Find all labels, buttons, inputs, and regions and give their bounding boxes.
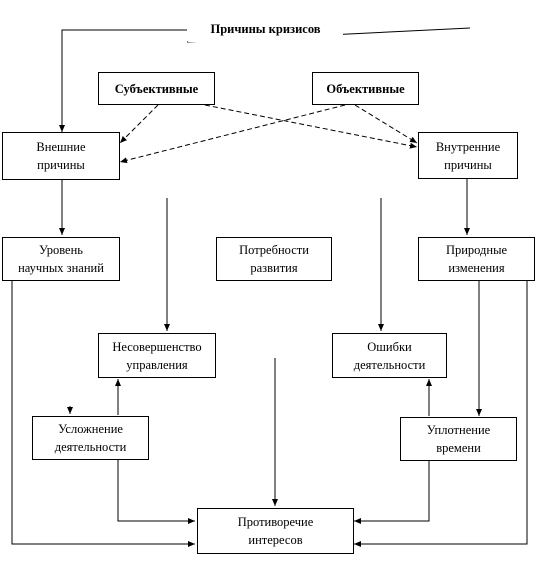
node-interest-contradiction: Противоречие интересов <box>197 508 354 554</box>
node-external-causes: Внешние причины <box>2 132 120 180</box>
node-science-level: Уровень научных знаний <box>2 237 120 281</box>
node-activity-complexity: Усложнение деятельности <box>32 416 149 460</box>
complexity-to-contradiction-arrow <box>117 460 195 524</box>
node-activity-errors: Ошибки деятельности <box>332 333 447 378</box>
diagram-title: Причины кризисов <box>188 16 343 42</box>
subjective-to-internal-arrow <box>204 104 418 149</box>
node-subjective: Субъективные <box>98 72 215 105</box>
node-internal-causes: Внутренние причины <box>418 132 518 179</box>
objective-to-internal-arrow <box>354 104 418 144</box>
objective-to-external-arrow <box>119 104 346 164</box>
time-to-contradiction-arrow <box>354 460 430 524</box>
node-time-compression: Уплотнение времени <box>400 417 517 461</box>
node-development-needs: Потребности развития <box>216 237 332 281</box>
subjective-to-external-arrow <box>119 104 159 144</box>
node-natural-changes: Природные изменения <box>418 237 535 281</box>
title-to-external-arrow <box>59 29 187 132</box>
node-objective: Объективные <box>312 72 419 105</box>
science-to-contradiction-arrow <box>11 281 195 547</box>
node-management-imperfection: Несовершенство управления <box>98 333 216 378</box>
natural-to-contradiction-arrow <box>354 281 528 547</box>
